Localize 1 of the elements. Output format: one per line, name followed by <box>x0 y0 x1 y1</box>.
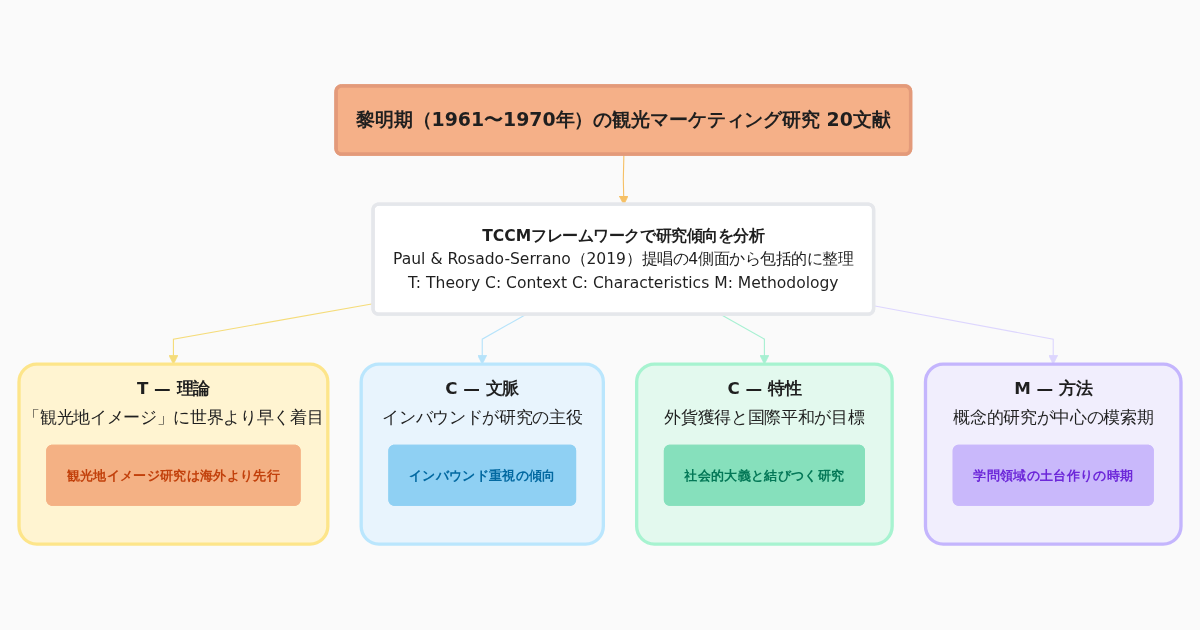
node-text: TCCMフレームワークで研究傾向を分析 Paul & Rosado-Serrano（2019）提唱の4側面から包括的に整理 T: Theory C: Context C: Characteristics M: Methodology <box>393 226 854 291</box>
